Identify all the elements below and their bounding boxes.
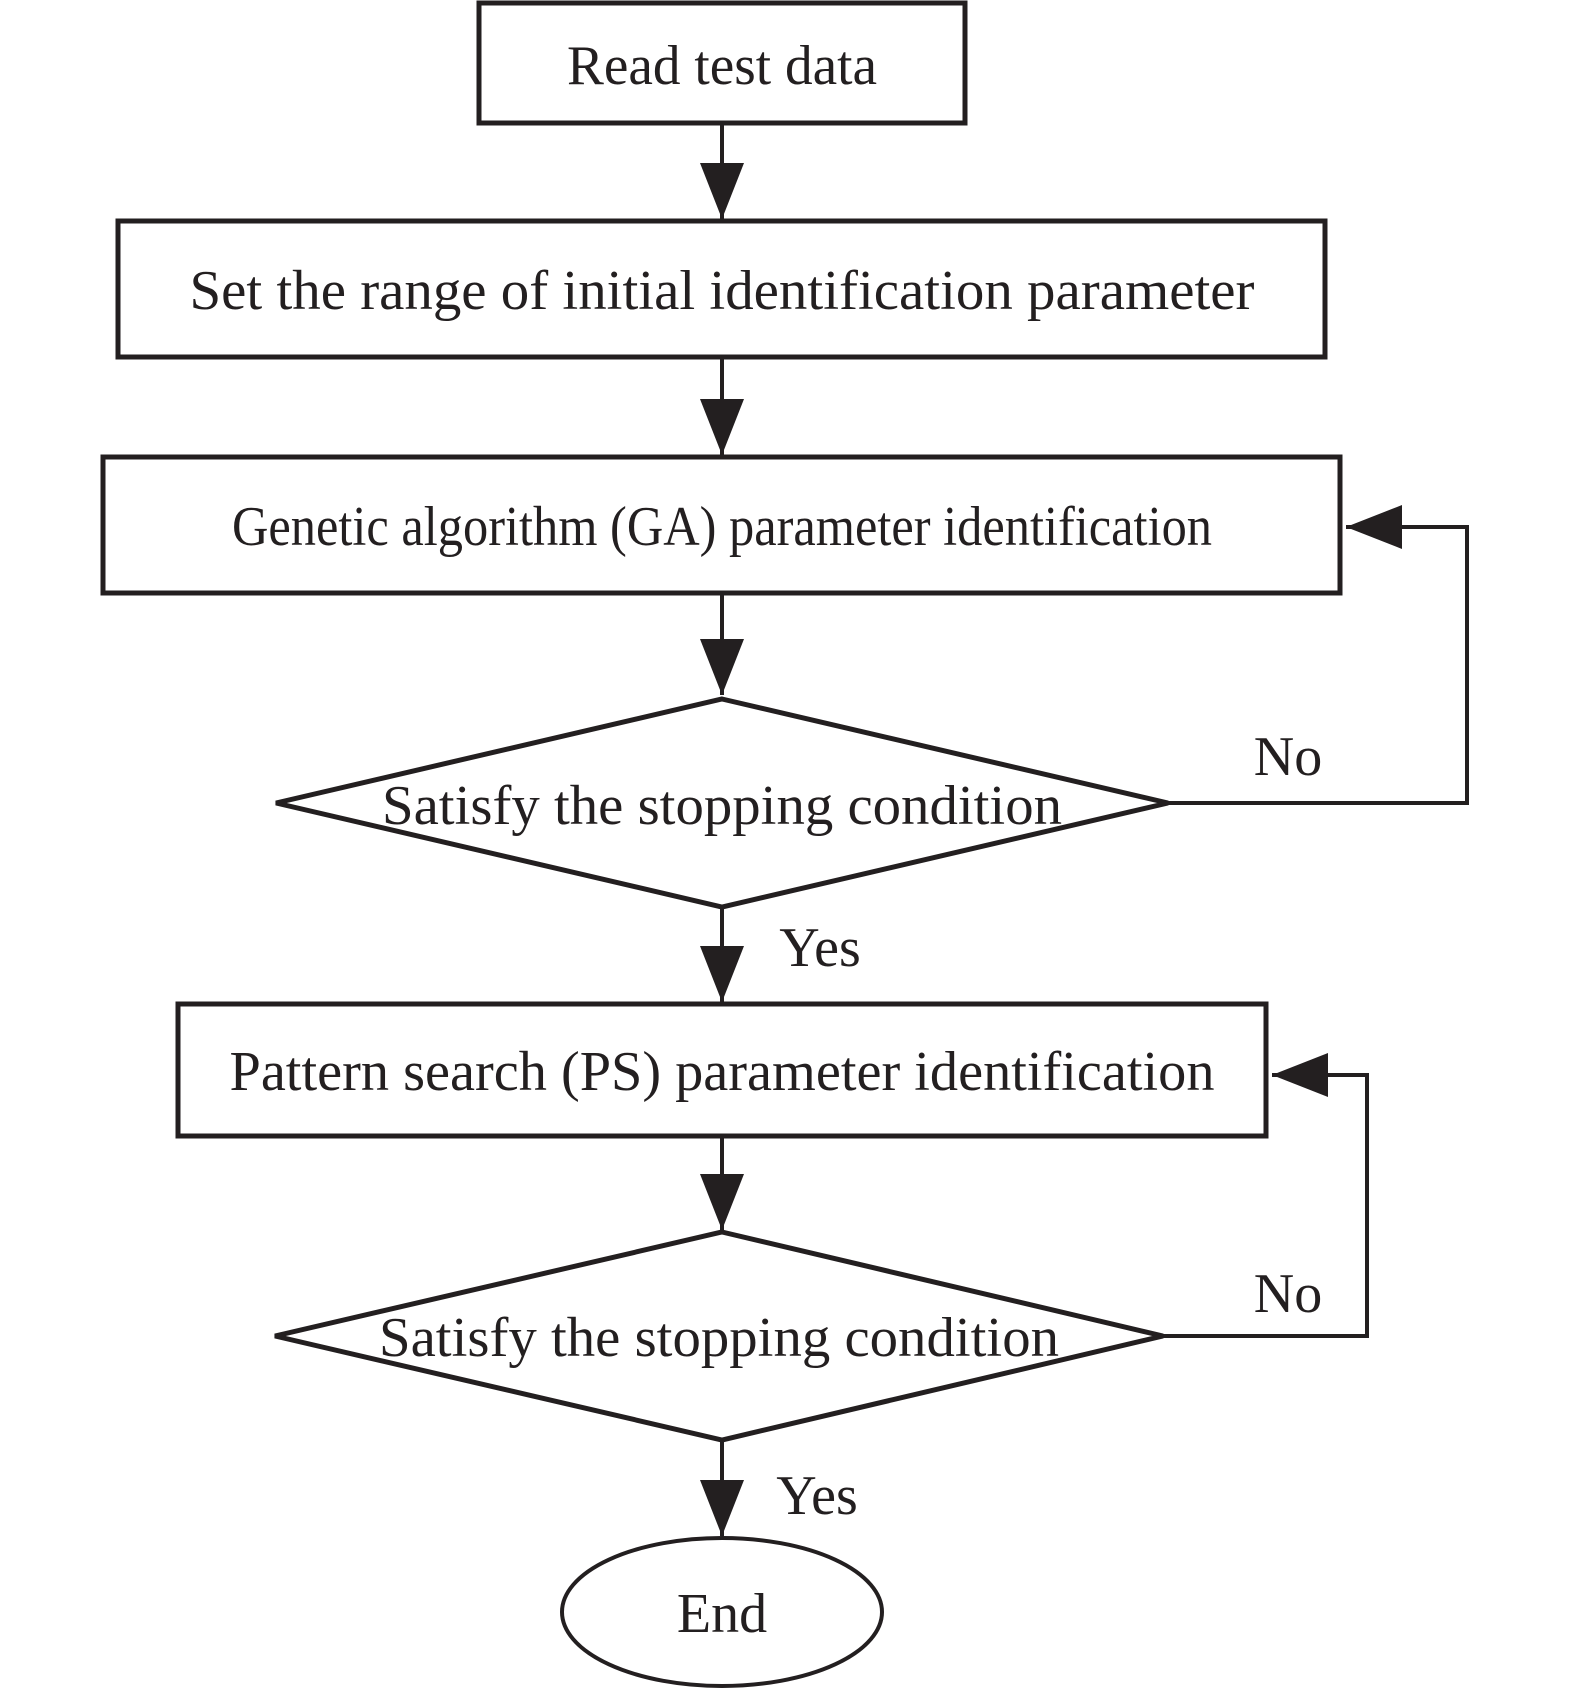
process-box-set-range [115,218,1328,360]
process-box-read-test-data [476,0,968,126]
ps-no-feedback-loop-arrow [1163,1053,1369,1338]
set-range-label: Set the range of initial identification … [190,260,1255,322]
process-box-ga-identification [100,454,1343,596]
ga-identification-label: Genetic algorithm (GA) parameter identif… [232,496,1212,558]
read-test-data-label: Read test data [567,35,877,97]
end-label: End [677,1583,767,1645]
ps-no-edge-label: No [1254,1263,1322,1325]
ga-no-feedback-loop-arrow [1168,505,1469,805]
terminator-ellipse-end [560,1536,884,1688]
connectors [700,123,1469,1536]
nodes [100,0,1343,1688]
ga-stop-check-label: Satisfy the stopping condition [382,775,1062,837]
ga-no-edge-label: No [1254,726,1322,788]
process-box-ps-identification [175,1001,1269,1139]
decision-diamond-ps-stop-check [274,1229,1164,1443]
labels: Read test data Set the range of initial … [190,35,1323,1645]
ps-stop-check-label: Satisfy the stopping condition [379,1307,1059,1369]
decision-diamond-ga-stop-check [275,696,1169,910]
ps-identification-label: Pattern search (PS) parameter identifica… [230,1041,1215,1103]
ga-yes-edge-label: Yes [779,917,860,979]
ps-yes-edge-label: Yes [776,1465,857,1527]
